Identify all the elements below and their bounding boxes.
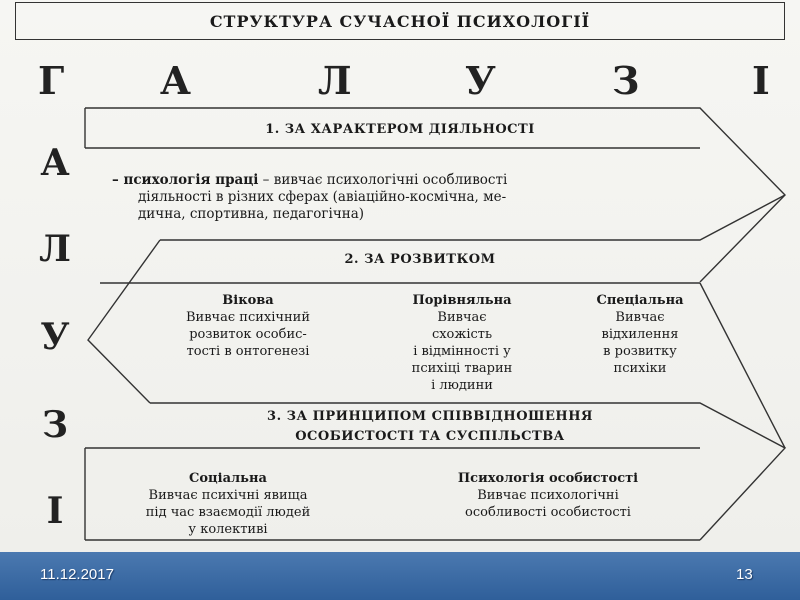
top-letter: І: [752, 58, 770, 103]
column-line: під час взаємодії людей: [145, 505, 311, 520]
slide-title: СТРУКТУРА СУЧАСНОЇ ПСИХОЛОГІЇ: [15, 2, 785, 40]
column-line: особливості особистості: [465, 505, 631, 520]
section3-outline: [150, 402, 787, 541]
column-line: і людини: [431, 378, 493, 393]
column-line: у колективі: [188, 522, 268, 537]
column-line: Вивчає психічний: [186, 310, 310, 325]
section3-header: 3. ЗА ПРИНЦИПОМ СПІВВІДНОШЕННЯ ОСОБИСТОС…: [180, 407, 680, 447]
side-letter: З: [42, 404, 68, 446]
section1-line: – вивчає психологічні особливості: [258, 172, 508, 188]
connector: [699, 282, 786, 449]
column-title: Вікова: [222, 293, 274, 308]
footer-date: 11.12.2017: [40, 566, 114, 583]
column-line: схожість: [431, 327, 493, 342]
top-letter: У: [465, 58, 496, 103]
section1-term: – психологія праці: [112, 172, 259, 188]
column-line: відхилення: [601, 327, 679, 342]
column-line: розвиток особис-: [189, 327, 307, 342]
page-number: 13: [736, 566, 753, 583]
slide: СТРУКТУРА СУЧАСНОЇ ПСИХОЛОГІЇ Г А Л У З …: [0, 0, 800, 552]
section3-header-line: ОСОБИСТОСТІ ТА СУСПІЛЬСТВА: [295, 429, 565, 444]
column-line: психіки: [613, 361, 667, 376]
column-line: тості в онтогенезі: [186, 344, 310, 359]
section1-line: дична, спортивна, педагогічна): [138, 206, 365, 222]
section2-left: [87, 239, 161, 404]
column-title: Порівняльна: [412, 293, 512, 308]
top-letter: А: [160, 58, 191, 103]
side-letter: У: [40, 316, 70, 358]
top-letter: Г: [38, 58, 65, 103]
column-line: і відмінності у: [413, 344, 511, 359]
section3-column: Психологія особистості Вивчає психологіч…: [400, 470, 696, 521]
top-letter: Л: [318, 58, 352, 103]
section3-header-line: 3. ЗА ПРИНЦИПОМ СПІВВІДНОШЕННЯ: [267, 409, 593, 424]
column-line: в розвитку: [603, 344, 677, 359]
column-line: психіці тварин: [411, 361, 513, 376]
column-line: Вивчає: [437, 310, 487, 325]
column-line: Вивчає психічні явища: [148, 488, 308, 503]
section2-column: Спеціальна Вивчає відхилення в розвитку …: [560, 292, 720, 377]
section2-header: 2. ЗА РОЗВИТКОМ: [344, 252, 496, 267]
column-title: Психологія особистості: [457, 471, 639, 486]
section2-column: Вікова Вивчає психічний розвиток особис-…: [148, 292, 348, 360]
section1-line: діяльності в різних сферах (авіаційно-ко…: [138, 189, 507, 205]
section3-column: Соціальна Вивчає психічні явища під час …: [92, 470, 364, 538]
column-title: Спеціальна: [596, 293, 684, 308]
section2-outline: [160, 194, 786, 241]
side-letters: А Л У З І: [30, 0, 80, 552]
column-line: Вивчає психологічні: [477, 488, 619, 503]
top-letters: Г А Л У З І: [0, 58, 800, 103]
side-letter: Л: [39, 228, 71, 270]
column-title: Соціальна: [189, 471, 267, 486]
side-letter: А: [40, 142, 70, 184]
column-line: Вивчає: [615, 310, 665, 325]
diagram-frame: [84, 107, 787, 541]
section2-column: Порівняльна Вивчає схожість і відмінност…: [372, 292, 552, 394]
section1-text: – психологія праці – вивчає психологічні…: [112, 172, 712, 223]
footer-bar: 11.12.2017 13: [0, 552, 800, 600]
side-letter: І: [46, 490, 64, 532]
section1-outline: [85, 107, 786, 283]
section1-header: 1. ЗА ХАРАКТЕРОМ ДІЯЛЬНОСТІ: [265, 122, 535, 137]
top-letter: З: [612, 58, 640, 103]
